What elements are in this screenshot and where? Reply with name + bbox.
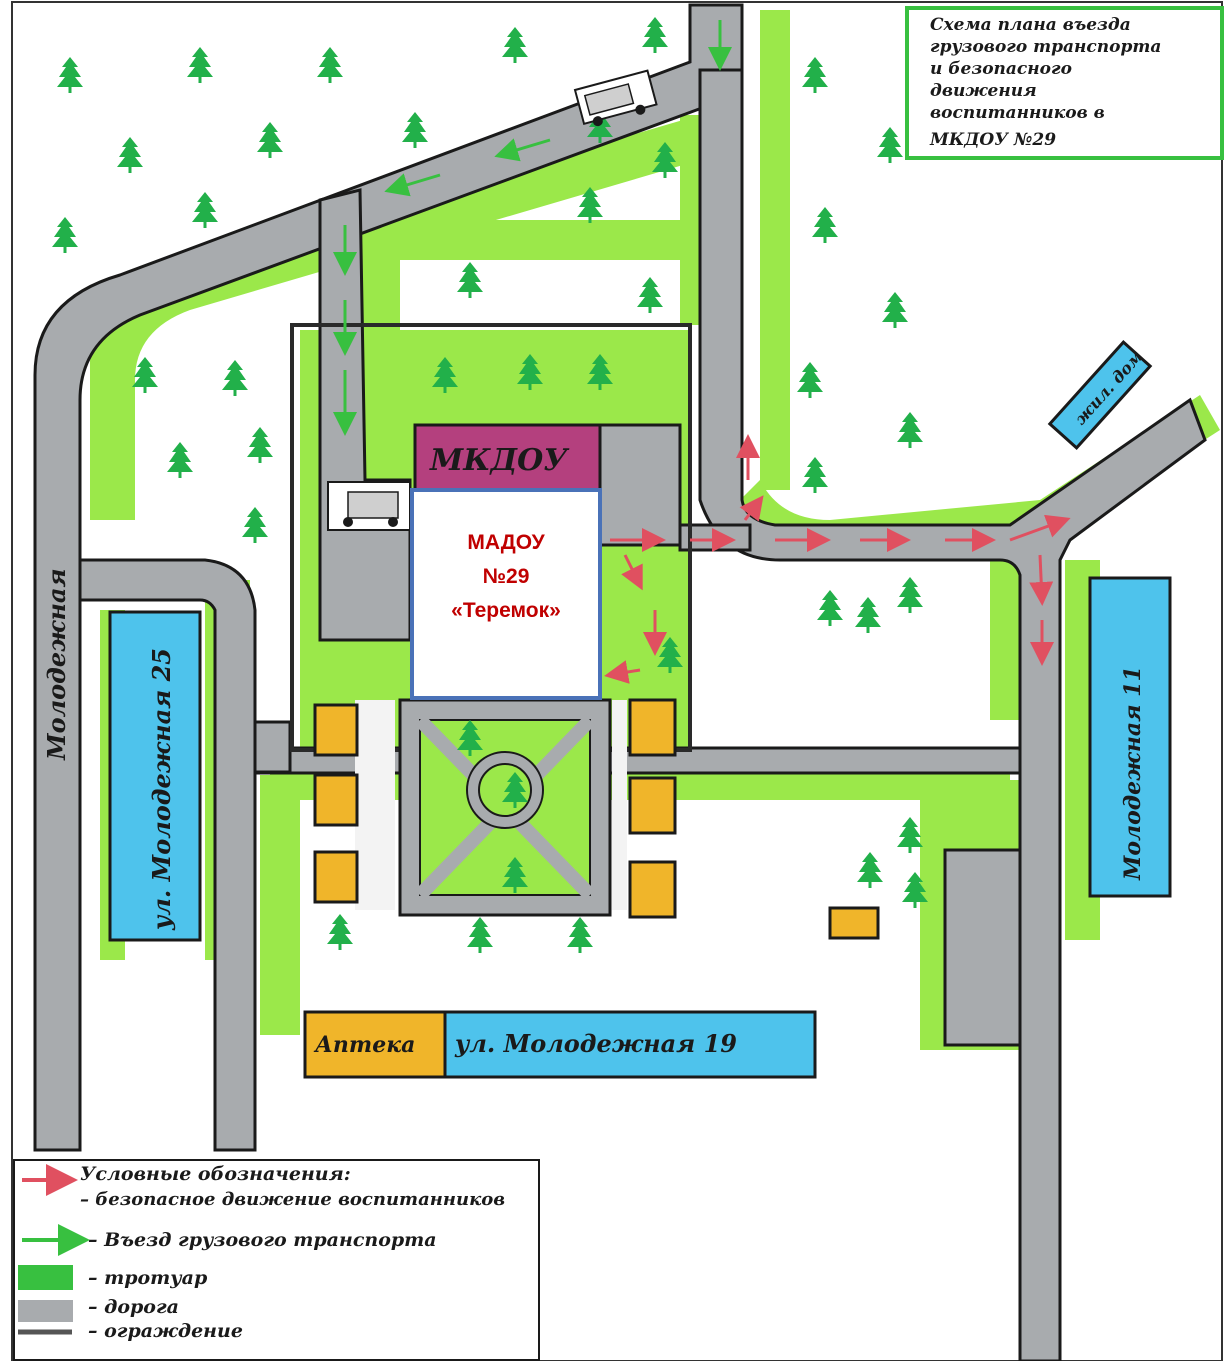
pharmacy-block xyxy=(303,1010,447,1079)
title-line: грузового транспорта xyxy=(930,37,1161,57)
title-box xyxy=(905,6,1224,160)
kindergarten-name-line: МАДОУ xyxy=(467,531,545,554)
title-line: МКДОУ №29 xyxy=(929,130,1056,150)
pharmacy-label: Аптека xyxy=(313,1032,415,1058)
legend-item-fence: – ограждение xyxy=(88,1320,243,1342)
building-top-label: МКДОУ xyxy=(429,443,570,478)
street-vertical-label: Молодежная xyxy=(42,568,71,761)
legend-item-road: – дорога xyxy=(88,1296,179,1318)
legend-gray-swatch xyxy=(18,1300,73,1322)
legend-box xyxy=(13,1159,540,1361)
legend-item-truck-route: – Въезд грузового транспорта xyxy=(88,1229,437,1251)
house-25-label: ул. Молодежная 25 xyxy=(147,648,176,931)
truck-icon xyxy=(327,481,411,531)
legend-item-sidewalk: – тротуар xyxy=(88,1267,208,1289)
road-right-stub xyxy=(943,848,1022,1047)
house-11-block xyxy=(1088,576,1172,898)
house-19-block xyxy=(443,1010,817,1079)
legend-green-swatch xyxy=(18,1265,73,1290)
title-line: и безопасного xyxy=(930,59,1072,79)
house-19-label: ул. Молодежная 19 xyxy=(454,1029,737,1058)
title-line: Схема плана въезда xyxy=(930,15,1131,35)
kindergarten-number-line: №29 xyxy=(482,565,530,588)
title-line: воспитанников в xyxy=(930,103,1105,123)
playground xyxy=(355,698,627,917)
safe-route xyxy=(604,434,1071,684)
legend-heading: Условные обозначения: xyxy=(80,1163,351,1185)
pavilions xyxy=(313,698,880,940)
truck-route xyxy=(333,20,732,436)
title-line: движения xyxy=(930,81,1037,101)
title-text: Схема плана въезда грузового транспорта … xyxy=(929,15,1161,150)
house-11-label: Молодежная 11 xyxy=(1120,666,1146,881)
kindergarten-name-label: МАДОУ №29 «Теремок» xyxy=(410,488,602,700)
legend-item-safe-route: – безопасное движение воспитанников xyxy=(80,1189,505,1210)
kindergarten-title-line: «Теремок» xyxy=(451,599,561,622)
house-25-block xyxy=(108,610,202,942)
truck-icon xyxy=(573,69,658,127)
